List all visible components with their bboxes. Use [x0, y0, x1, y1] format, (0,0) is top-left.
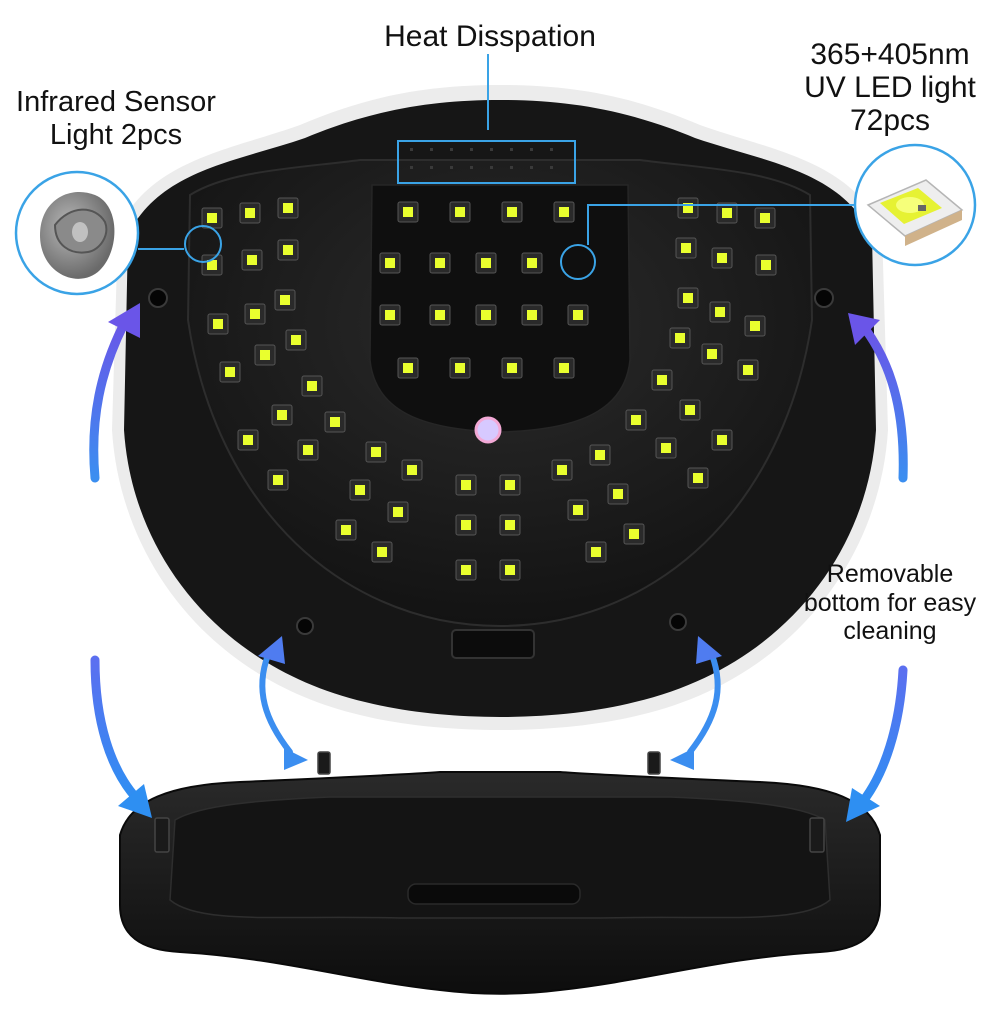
- infrared-callout: [14, 170, 222, 296]
- uv-led-line-2: UV LED light: [804, 71, 976, 104]
- uv-led-chip: [207, 213, 217, 223]
- uv-led-chip: [455, 363, 465, 373]
- uv-led-chip: [273, 475, 283, 485]
- uv-led-chip: [717, 253, 727, 263]
- uv-led-chip: [283, 245, 293, 255]
- uv-led-chip: [247, 255, 257, 265]
- uv-led-chip: [283, 203, 293, 213]
- heat-dissipation-label: Heat Disspation: [330, 20, 650, 55]
- uv-led-chip: [245, 208, 255, 218]
- screw-holes: [148, 288, 834, 635]
- removable-bottom-line-1: Removable: [826, 560, 954, 588]
- uv-led-chip: [505, 565, 515, 575]
- removable-base: [119, 751, 881, 995]
- uv-led-chip: [573, 505, 583, 515]
- uv-led-chip: [277, 410, 287, 420]
- uv-led-chip: [213, 319, 223, 329]
- uv-led-chip: [461, 565, 471, 575]
- uv-led-chip: [330, 417, 340, 427]
- uv-led-chip: [761, 260, 771, 270]
- uv-led-chip: [461, 480, 471, 490]
- uv-led-chip: [629, 529, 639, 539]
- uv-led-chip: [260, 350, 270, 360]
- uv-led-chip: [461, 520, 471, 530]
- infrared-sensor-line-1: Infrared Sensor: [16, 86, 216, 118]
- latch-slot: [451, 629, 535, 659]
- heat-dissipation-text: Heat Disspation: [384, 20, 596, 53]
- uv-led-chip: [341, 525, 351, 535]
- uv-led-chip: [403, 363, 413, 373]
- uv-led-chip: [505, 520, 515, 530]
- uv-led-chip: [559, 363, 569, 373]
- uv-led-chip: [717, 435, 727, 445]
- uv-led-line-3: 72pcs: [849, 104, 931, 137]
- uv-led-chip: [435, 310, 445, 320]
- uv-led-chip: [250, 309, 260, 319]
- heat-vents: [410, 148, 553, 169]
- uv-led-chip: [355, 485, 365, 495]
- uv-led-chip: [743, 365, 753, 375]
- uv-led-chip: [675, 333, 685, 343]
- uv-led-chip: [207, 260, 217, 270]
- uv-led-chip: [527, 258, 537, 268]
- qc-sticker: [474, 416, 502, 444]
- uv-led-chip: [371, 447, 381, 457]
- uv-led-chip: [455, 207, 465, 217]
- uv-led-chip: [559, 207, 569, 217]
- uv-led-chip: [303, 445, 313, 455]
- uv-led-chip: [403, 207, 413, 217]
- infrared-sensor-line-2: Light 2pcs: [49, 119, 183, 152]
- uv-led-chip: [407, 465, 417, 475]
- uv-led-chip: [280, 295, 290, 305]
- uv-led-chip: [385, 310, 395, 320]
- uv-led-chip: [393, 507, 403, 517]
- uv-led-callout: [560, 143, 977, 280]
- infrared-sensor-label: Infrared Sensor Light 2pcs: [0, 86, 232, 153]
- uv-led-chip: [683, 203, 693, 213]
- uv-led-chip: [377, 547, 387, 557]
- uv-led-label: 365+405nm UV LED light 72pcs: [780, 38, 1000, 137]
- uv-led-chip: [507, 207, 517, 217]
- uv-led-chip: [243, 435, 253, 445]
- uv-led-chip: [595, 450, 605, 460]
- removable-bottom-line-3: cleaning: [843, 617, 937, 645]
- uv-led-chip: [385, 258, 395, 268]
- uv-led-chip: [631, 415, 641, 425]
- uv-led-line-1: 365+405nm: [810, 38, 970, 71]
- uv-led-chip: [435, 258, 445, 268]
- uv-led-chip: [685, 405, 695, 415]
- curved-arrow-icon: [89, 303, 908, 822]
- uv-led-chip: [715, 307, 725, 317]
- removable-bottom-label: Removable bottom for easy cleaning: [780, 560, 1000, 646]
- removable-bottom-line-2: bottom for easy: [803, 588, 977, 617]
- uv-led-array: [201, 197, 777, 581]
- uv-led-chip: [750, 321, 760, 331]
- uv-led-chip: [681, 243, 691, 253]
- uv-led-chip: [481, 310, 491, 320]
- uv-led-chip: [707, 349, 717, 359]
- heat-callout: [397, 54, 576, 184]
- uv-led-chip: [683, 293, 693, 303]
- uv-led-chip: [722, 208, 732, 218]
- uv-led-chip: [527, 310, 537, 320]
- uv-led-chip: [573, 310, 583, 320]
- uv-led-chip: [225, 367, 235, 377]
- uv-led-chip: [613, 489, 623, 499]
- uv-led-chip: [481, 258, 491, 268]
- uv-led-chip: [591, 547, 601, 557]
- uv-led-chip: [657, 375, 667, 385]
- uv-led-chip: [557, 465, 567, 475]
- uv-led-chip: [505, 480, 515, 490]
- uv-led-chip: [760, 213, 770, 223]
- uv-led-chip: [661, 443, 671, 453]
- uv-led-chip: [507, 363, 517, 373]
- uv-led-chip: [307, 381, 317, 391]
- uv-led-chip: [291, 335, 301, 345]
- uv-led-chip: [693, 473, 703, 483]
